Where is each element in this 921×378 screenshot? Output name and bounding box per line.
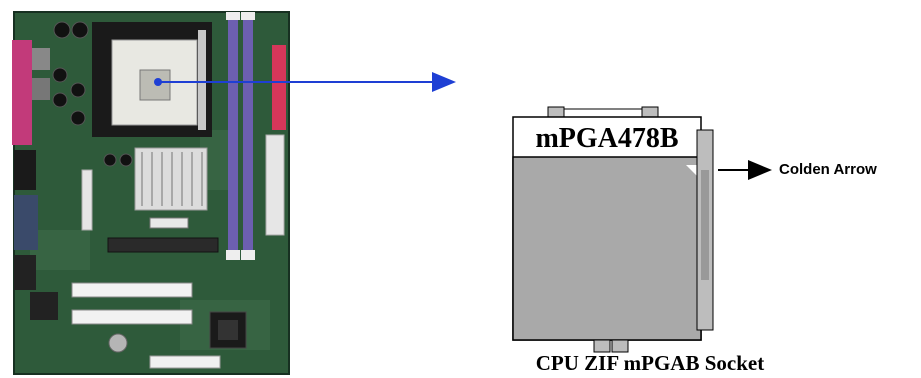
pin1-triangle [686,165,698,177]
socket-title: mPGA478B [535,123,679,154]
usb-ports [14,150,36,190]
pointer-origin-dot [154,78,162,86]
socket-diagram [512,106,714,353]
audio-jacks [14,255,36,290]
capacitors [52,21,133,167]
agp-slot [107,237,219,253]
socket-lever [198,30,206,130]
golden-arrow-label: Colden Arrow [779,161,877,178]
ide-connector-primary [272,45,286,130]
dimm-slot-1 [228,20,238,250]
ide-connector-secondary [265,134,285,236]
lan-port [14,195,38,250]
parallel-port [12,40,32,145]
socket-body [512,156,702,341]
front-panel-header [149,355,221,369]
io-chip [30,292,58,320]
dimm-slot-2 [243,20,253,250]
pci-slot-1 [71,282,193,298]
bios-battery [108,333,128,353]
motherboard-image [12,11,290,375]
pci-slot-2 [71,309,193,325]
diagram-caption: CPU ZIF mPGAB Socket [535,351,765,375]
